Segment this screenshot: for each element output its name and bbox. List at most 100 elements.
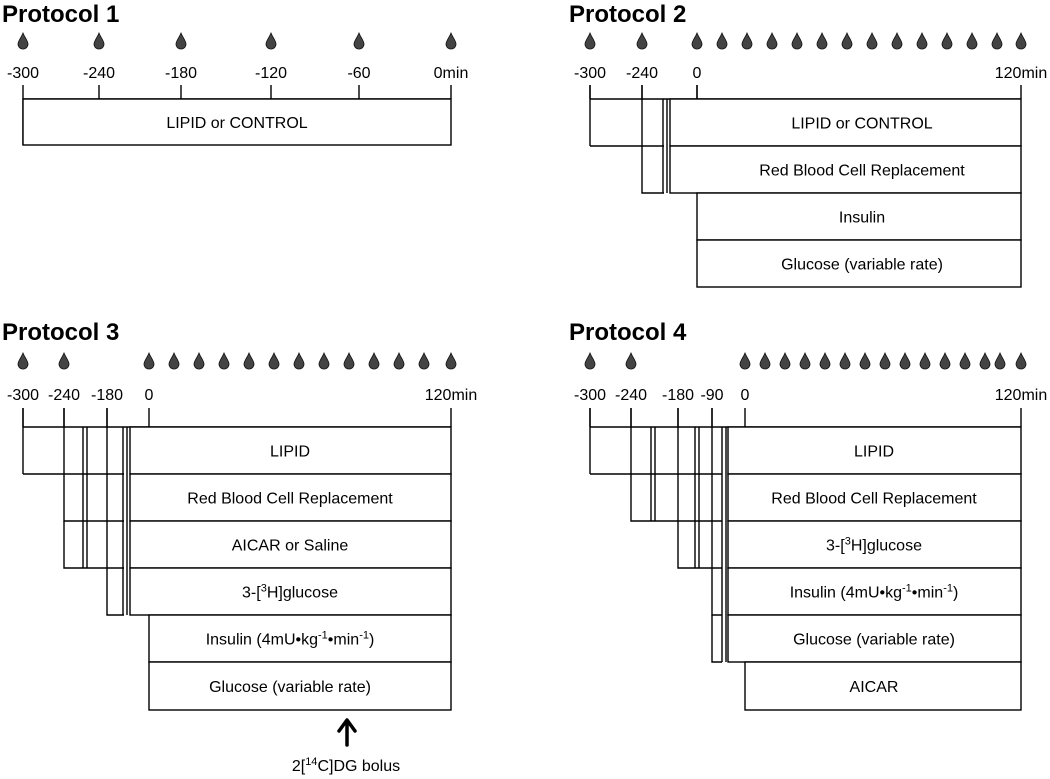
blood-drop-icon	[759, 351, 771, 370]
blood-drop-icon	[175, 31, 187, 50]
blood-drop-icon	[799, 351, 811, 370]
blood-drop-icon	[919, 351, 931, 370]
blood-drop-icon	[93, 31, 105, 50]
blood-drop-icon	[584, 351, 596, 370]
infusion-label: Glucose (variable rate)	[793, 632, 955, 649]
infusion-bar	[669, 145, 1022, 194]
lead-line	[63, 408, 124, 522]
blood-drop-icon	[343, 351, 355, 370]
protocol-title: Protocol 3	[2, 319, 119, 346]
blood-drop-icon	[265, 31, 277, 50]
blood-drop-icon	[816, 31, 828, 50]
infusion-bar	[744, 661, 1022, 711]
blood-drop-icon	[766, 31, 778, 50]
blood-drop-icon	[393, 351, 405, 370]
infusion-bar	[696, 192, 1022, 241]
blood-drop-icon	[584, 31, 596, 50]
infusion-label: Red Blood Cell Replacement	[187, 491, 393, 508]
blood-drop-icon	[318, 351, 330, 370]
blood-drop-icon	[1015, 31, 1027, 50]
blood-drop-icon	[716, 31, 728, 50]
blood-drop-icon	[268, 351, 280, 370]
infusion-bar	[129, 567, 452, 616]
protocol-title: Protocol 4	[569, 319, 687, 346]
infusion-label: 3-[3H]glucose	[826, 536, 922, 555]
tick-label: -300	[7, 65, 39, 82]
blood-drop-icon	[445, 351, 457, 370]
lead-line	[63, 521, 124, 569]
lead-line	[106, 408, 124, 616]
tick-label: -240	[626, 65, 658, 82]
blood-drop-icon	[891, 31, 903, 50]
infusion-bar	[727, 473, 1022, 522]
infusion-label: Insulin (4mU•kg-1•min-1)	[206, 630, 375, 649]
blood-drop-icon	[839, 351, 851, 370]
infusion-bar	[696, 239, 1022, 288]
infusion-label: LIPID or CONTROL	[166, 115, 307, 132]
blood-drop-icon	[218, 351, 230, 370]
lead-line	[677, 408, 722, 569]
infusion-bar	[22, 98, 452, 146]
lead-line	[641, 85, 664, 194]
blood-drop-icon	[991, 31, 1003, 50]
up-arrow-icon	[337, 718, 357, 747]
blood-drop-icon	[1015, 351, 1027, 370]
blood-drop-icon	[916, 31, 928, 50]
blood-drop-icon	[994, 351, 1006, 370]
blood-drop-icon	[353, 31, 365, 50]
blood-drop-icon	[739, 351, 751, 370]
blood-drop-icon	[966, 31, 978, 50]
blood-drop-icon	[819, 351, 831, 370]
blood-drop-icon	[941, 31, 953, 50]
tick-label: -300	[7, 387, 39, 404]
infusion-bar	[148, 614, 452, 663]
blood-drop-icon	[17, 351, 29, 370]
blood-drop-icon	[58, 351, 70, 370]
blood-drop-icon	[979, 351, 991, 370]
tick-label: -240	[615, 387, 647, 404]
blood-drop-icon	[791, 31, 803, 50]
tick-label: -240	[48, 387, 80, 404]
infusion-bar	[669, 98, 1022, 147]
tick-label: -180	[662, 387, 694, 404]
blood-drop-icon	[143, 351, 155, 370]
infusion-label: Insulin (4mU•kg-1•min-1)	[790, 583, 959, 602]
tick-label: 0	[693, 65, 702, 82]
bolus-label: 2[14C]DG bolus	[292, 756, 400, 775]
blood-drop-icon	[859, 351, 871, 370]
blood-drop-icon	[841, 31, 853, 50]
blood-drop-icon	[779, 351, 791, 370]
infusion-label: AICAR or Saline	[232, 538, 349, 555]
blood-drop-icon	[899, 351, 911, 370]
protocol-title: Protocol 2	[569, 1, 686, 28]
infusion-label: LIPID or CONTROL	[791, 116, 932, 133]
infusion-bar	[148, 661, 452, 711]
lead-line	[711, 615, 722, 663]
tick-label: 120min	[425, 387, 477, 404]
tick-label: -60	[347, 65, 370, 82]
blood-drop-icon	[418, 351, 430, 370]
tick-label: 0	[145, 387, 154, 404]
tick-label: 0min	[434, 65, 469, 82]
tick-label: -120	[255, 65, 287, 82]
infusion-label: Glucose (variable rate)	[781, 257, 943, 274]
blood-drop-icon	[293, 351, 305, 370]
tick-label: -300	[574, 65, 606, 82]
infusion-label: Red Blood Cell Replacement	[771, 491, 977, 508]
lead-line	[711, 408, 722, 616]
infusion-label: LIPID	[270, 444, 310, 461]
infusion-label: 3-[3H]glucose	[242, 583, 338, 602]
blood-drop-icon	[741, 31, 753, 50]
tick-label: 120min	[995, 65, 1047, 82]
blood-drop-icon	[959, 351, 971, 370]
blood-drop-icon	[866, 31, 878, 50]
lead-line	[630, 408, 722, 522]
infusion-label: Glucose (variable rate)	[209, 679, 371, 696]
blood-drop-icon	[168, 351, 180, 370]
tick-label: 120min	[995, 387, 1047, 404]
blood-drop-icon	[445, 31, 457, 50]
tick-label: -240	[83, 65, 115, 82]
